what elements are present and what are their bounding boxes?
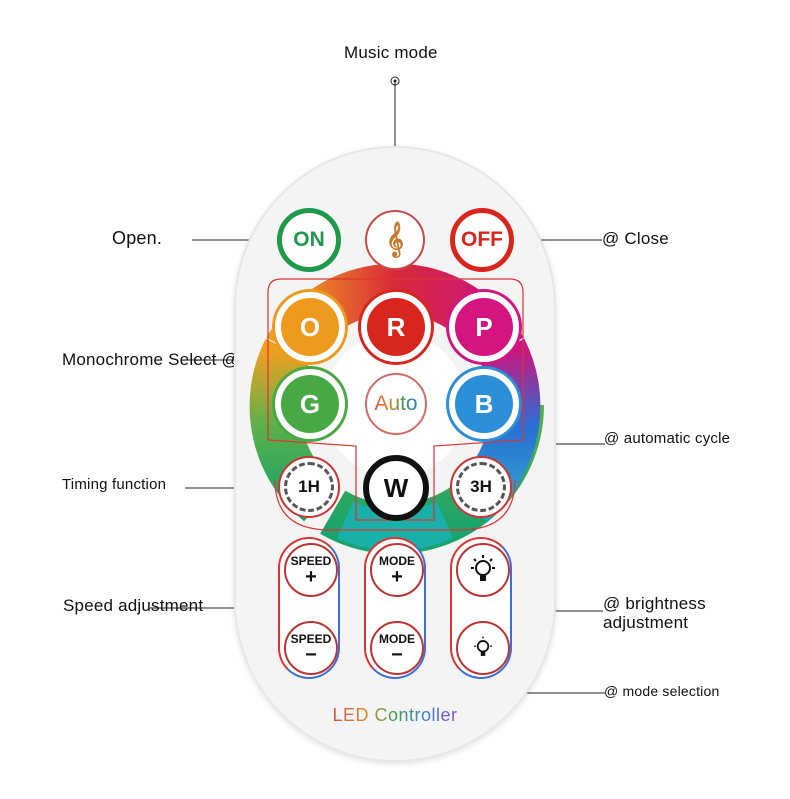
bulb-bright-icon	[471, 555, 495, 581]
blue-color-button[interactable]: B	[449, 369, 519, 439]
orange-label: O	[299, 311, 321, 342]
label-brightness-line2: adjustment	[603, 613, 689, 632]
speed-down-button[interactable]: SPEED −	[284, 621, 338, 675]
green-color-button[interactable]: G	[275, 369, 345, 439]
auto-cycle-button[interactable]: Auto	[365, 373, 427, 435]
speed-rocker: SPEED + SPEED −	[278, 537, 340, 679]
label-open: Open.	[112, 228, 163, 248]
blue-label: B	[474, 388, 494, 419]
speed-up-button[interactable]: SPEED +	[284, 543, 338, 597]
pink-color-button[interactable]: P	[449, 292, 519, 362]
white-color-button[interactable]: W	[363, 455, 429, 521]
speed-up-label: SPEED	[290, 554, 332, 568]
red-color-button[interactable]: R	[361, 292, 431, 362]
auto-label: Auto	[374, 392, 418, 415]
brand-text: LED Controller	[332, 705, 458, 725]
green-label: G	[299, 388, 321, 419]
brightness-rocker	[450, 537, 512, 679]
orange-color-button[interactable]: O	[275, 292, 345, 362]
label-mode-selection: @ mode selection	[604, 683, 720, 699]
white-label: W	[383, 472, 409, 503]
music-note-icon: 𝄞	[386, 223, 404, 256]
on-button[interactable]: ON	[277, 208, 341, 272]
brand-label: LED Controller	[0, 705, 790, 726]
timer-dial-icon: 1H	[284, 462, 334, 512]
timer-1h-label: 1H	[298, 477, 320, 496]
mode-down-label: MODE	[379, 632, 415, 646]
bulb-dim-icon	[474, 636, 492, 656]
mode-up-label: MODE	[379, 554, 415, 568]
timer-3h-label: 3H	[470, 477, 492, 496]
label-close: @ Close	[602, 229, 669, 248]
minus-icon: −	[391, 644, 403, 666]
timer-3h-button[interactable]: 3H	[450, 456, 512, 518]
mode-down-button[interactable]: MODE −	[370, 621, 424, 675]
label-brightness-line1: @ brightness	[603, 594, 706, 613]
off-button-label: OFF	[461, 228, 503, 251]
brightness-down-button[interactable]	[456, 621, 510, 675]
speed-down-label: SPEED	[290, 632, 332, 646]
brightness-up-button[interactable]	[456, 543, 510, 597]
pink-label: P	[475, 311, 493, 342]
mode-rocker: MODE + MODE −	[364, 537, 426, 679]
timer-dial-icon: 3H	[456, 462, 506, 512]
timer-1h-button[interactable]: 1H	[278, 456, 340, 518]
red-label: R	[386, 311, 406, 342]
mode-up-button[interactable]: MODE +	[370, 543, 424, 597]
off-button[interactable]: OFF	[450, 208, 514, 272]
label-music-mode: Music mode	[344, 43, 438, 62]
label-speed-adjustment: Speed adjustment	[63, 596, 204, 615]
label-automatic-cycle: @ automatic cycle	[604, 430, 731, 447]
music-mode-button[interactable]: 𝄞	[365, 210, 425, 270]
plus-icon: +	[391, 566, 403, 588]
label-monochrome-select: Monochrome Select @	[62, 350, 239, 369]
label-timing-function: Timing function	[62, 476, 167, 493]
on-button-label: ON	[293, 228, 325, 251]
plus-icon: +	[305, 566, 317, 588]
minus-icon: −	[305, 644, 317, 666]
